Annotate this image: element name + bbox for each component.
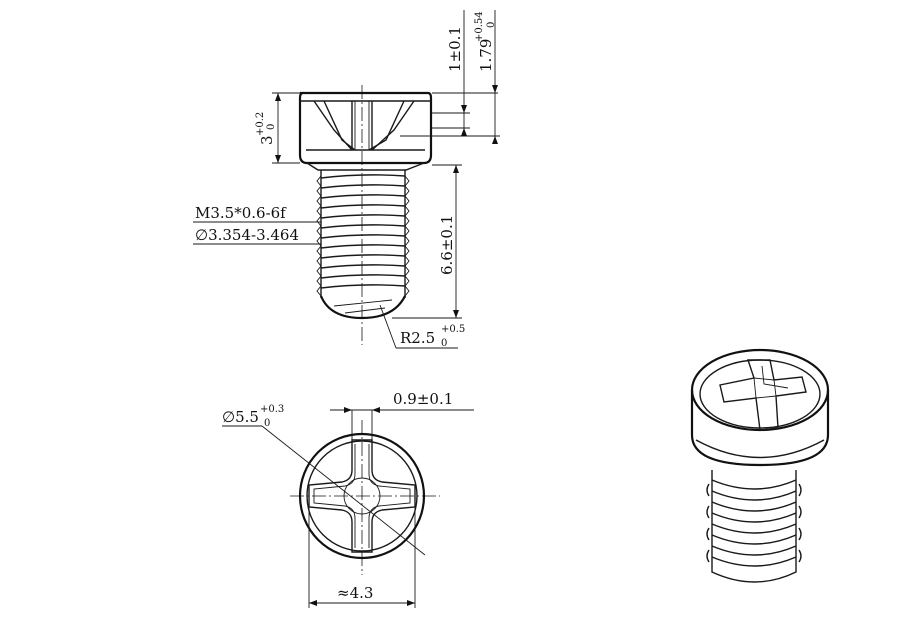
thread-profile [316, 170, 410, 298]
recess-depth-tol-lower: 0 [486, 22, 497, 28]
recess-width-label: ≈4.3 [337, 584, 373, 602]
recess-depth-label: 1.79 [477, 39, 495, 72]
top-dimensions [222, 407, 474, 608]
side-dimensions [193, 10, 500, 349]
thread-spec-label: M3.5*0.6-6f [195, 204, 287, 222]
head-height-tol-lower: 0 [266, 124, 277, 130]
slot-depth-label: 1±0.1 [446, 26, 464, 72]
tip-radius-tol-upper: +0.5 [441, 324, 465, 335]
tip-radius-tol-lower: 0 [441, 338, 447, 349]
head-diameter-tol-upper: +0.3 [260, 404, 284, 415]
recess-depth-tol-upper: +0.54 [474, 11, 485, 42]
head-height-label: 3 [258, 135, 276, 145]
tip-radius-label: R2.5 [400, 329, 435, 347]
side-view [298, 85, 433, 345]
slot-width-label: 0.9±0.1 [393, 390, 453, 408]
head-diameter-tol-lower: 0 [264, 418, 270, 429]
head-height-tol-upper: +0.2 [255, 112, 266, 136]
top-view [290, 420, 440, 575]
shank-length-label: 6.6±0.1 [438, 215, 456, 275]
head-diameter-label: ∅5.5 [222, 408, 259, 426]
thread-diameter-label: ∅3.354-3.464 [195, 226, 299, 244]
isometric-view [690, 348, 830, 583]
